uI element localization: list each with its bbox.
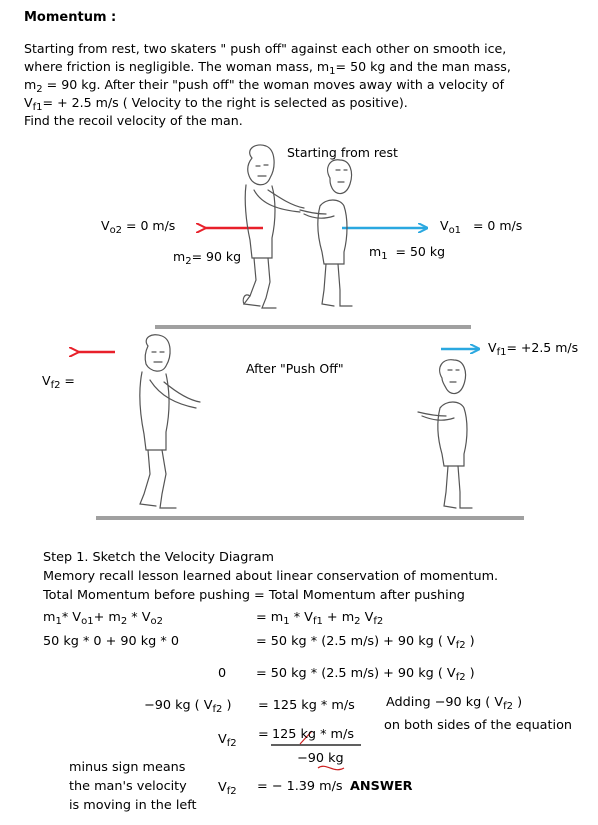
problem-line-5: Find the recoil velocity of the man. (24, 113, 243, 128)
label-vf1: Vf1= +2.5 m/s (488, 340, 579, 358)
equation-5-left: Vf2 (218, 732, 237, 749)
equation-3-left: 0 (218, 666, 227, 681)
page-title: Momentum : (24, 10, 117, 25)
strike-kg-denominator (317, 765, 345, 771)
step-1-heading: Step 1. Sketch the Velocity Diagram (43, 550, 274, 565)
answer-label: ANSWER (350, 779, 413, 794)
fraction-numerator: 125 kg * m/s (272, 727, 355, 742)
equation-4-right: = 125 kg * m/s (258, 698, 355, 713)
label-vo1: Vo1 = 0 m/s (440, 218, 523, 236)
minus-note-line-2: the man's velocity (69, 779, 187, 794)
problem-statement: Starting from rest, two skaters " push o… (24, 40, 511, 130)
minus-note-line-3: is moving in the left (69, 798, 197, 813)
equation-1-left: m1* Vo1+ m2 * Vo2 (43, 610, 163, 627)
woman-figure-bottom (417, 359, 473, 509)
woman-figure-top (299, 159, 353, 307)
equation-1-right: = m1 * Vf1 + m2 Vf2 (256, 610, 384, 627)
label-vf2: Vf2 = (42, 373, 75, 391)
minus-note-line-1: minus sign means (69, 760, 186, 775)
problem-line-1: Starting from rest, two skaters " push o… (24, 41, 507, 56)
equation-5-equals: = (258, 727, 269, 742)
man-figure-bottom (139, 334, 201, 509)
equation-3-right: = 50 kg * (2.5 m/s) + 90 kg ( Vf2 ) (256, 666, 475, 683)
total-momentum-line: Total Momentum before pushing = Total Mo… (43, 588, 465, 603)
fraction-denominator: −90 kg (297, 751, 344, 766)
caption-after-push-off: After "Push Off" (246, 361, 344, 376)
man-figure-top (242, 144, 305, 309)
memory-recall-line: Memory recall lesson learned about linea… (43, 569, 499, 584)
equation-2-right: = 50 kg * (2.5 m/s) + 90 kg ( Vf2 ) (256, 634, 475, 651)
equation-4-left: −90 kg ( Vf2 ) (144, 698, 232, 715)
label-m2: m2= 90 kg (173, 249, 242, 267)
label-m1: m1 = 50 kg (369, 244, 446, 262)
problem-line-4: Vf1= + 2.5 m/s ( Velocity to the right i… (24, 95, 408, 113)
label-vo2: Vo2 = 0 m/s (101, 218, 176, 236)
note-both-sides: on both sides of the equation (384, 718, 573, 733)
problem-line-2: where friction is negligible. The woman … (24, 59, 511, 77)
note-adding: Adding −90 kg ( Vf2 ) (386, 695, 523, 712)
problem-line-3: m2 = 90 kg. After their "push off" the w… (24, 77, 505, 95)
equation-2-left: 50 kg * 0 + 90 kg * 0 (43, 634, 179, 649)
caption-starting-from-rest: Starting from rest (287, 145, 398, 160)
answer-value: = − 1.39 m/s (257, 779, 343, 794)
strike-kg-numerator (299, 730, 313, 745)
answer-variable: Vf2 (218, 780, 237, 797)
